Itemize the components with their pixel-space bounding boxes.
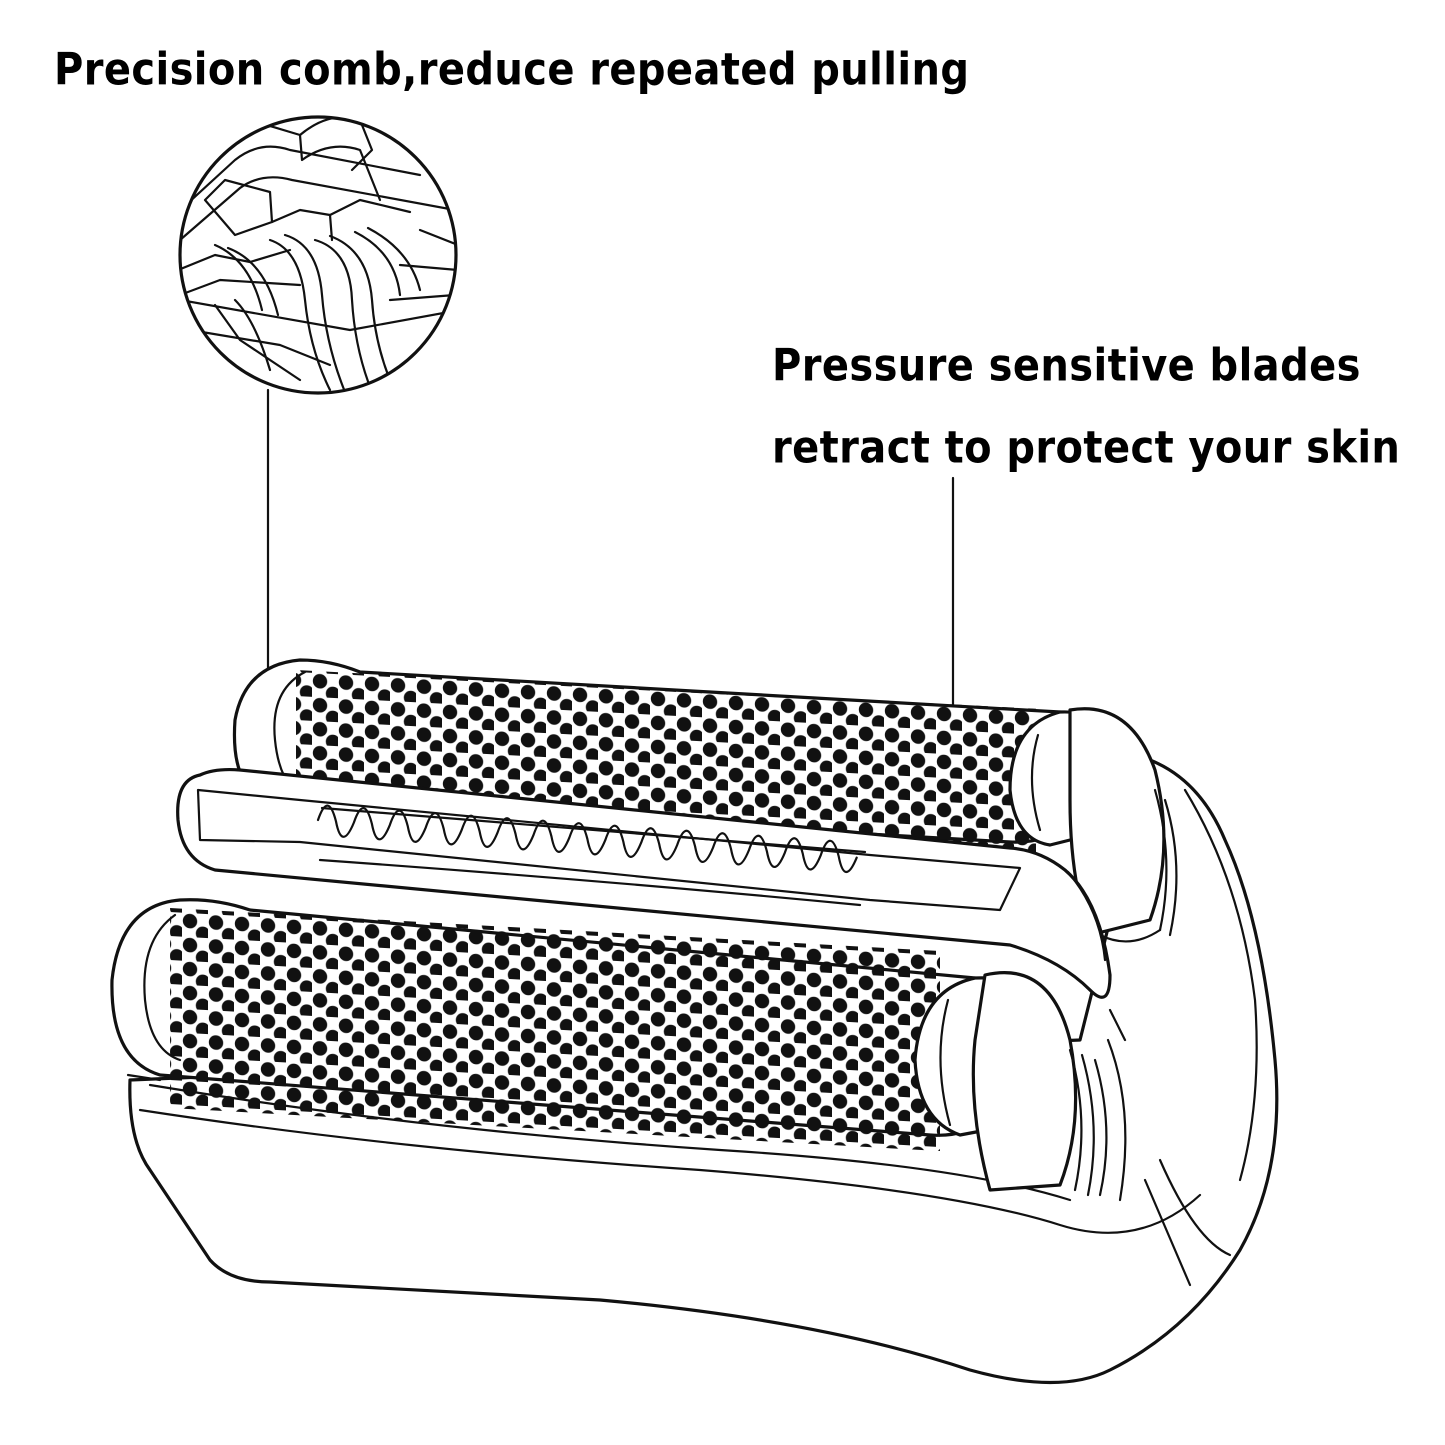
back-end-cap [1068, 707, 1166, 937]
front-foil-perforations [170, 908, 940, 1152]
shaver-head [110, 658, 1279, 1385]
precision-comb-bar [176, 767, 1112, 999]
pressure-annotation-line-1: Pressure sensitive blades [772, 340, 1361, 392]
comb-annotation: Precision comb,reduce repeated pulling [54, 44, 970, 96]
comb-teeth [316, 804, 858, 874]
pressure-annotation-line-2: retract to protect your skin [772, 422, 1401, 474]
front-end-cap [971, 971, 1078, 1192]
comb-detail-zoom-icon [178, 115, 458, 395]
